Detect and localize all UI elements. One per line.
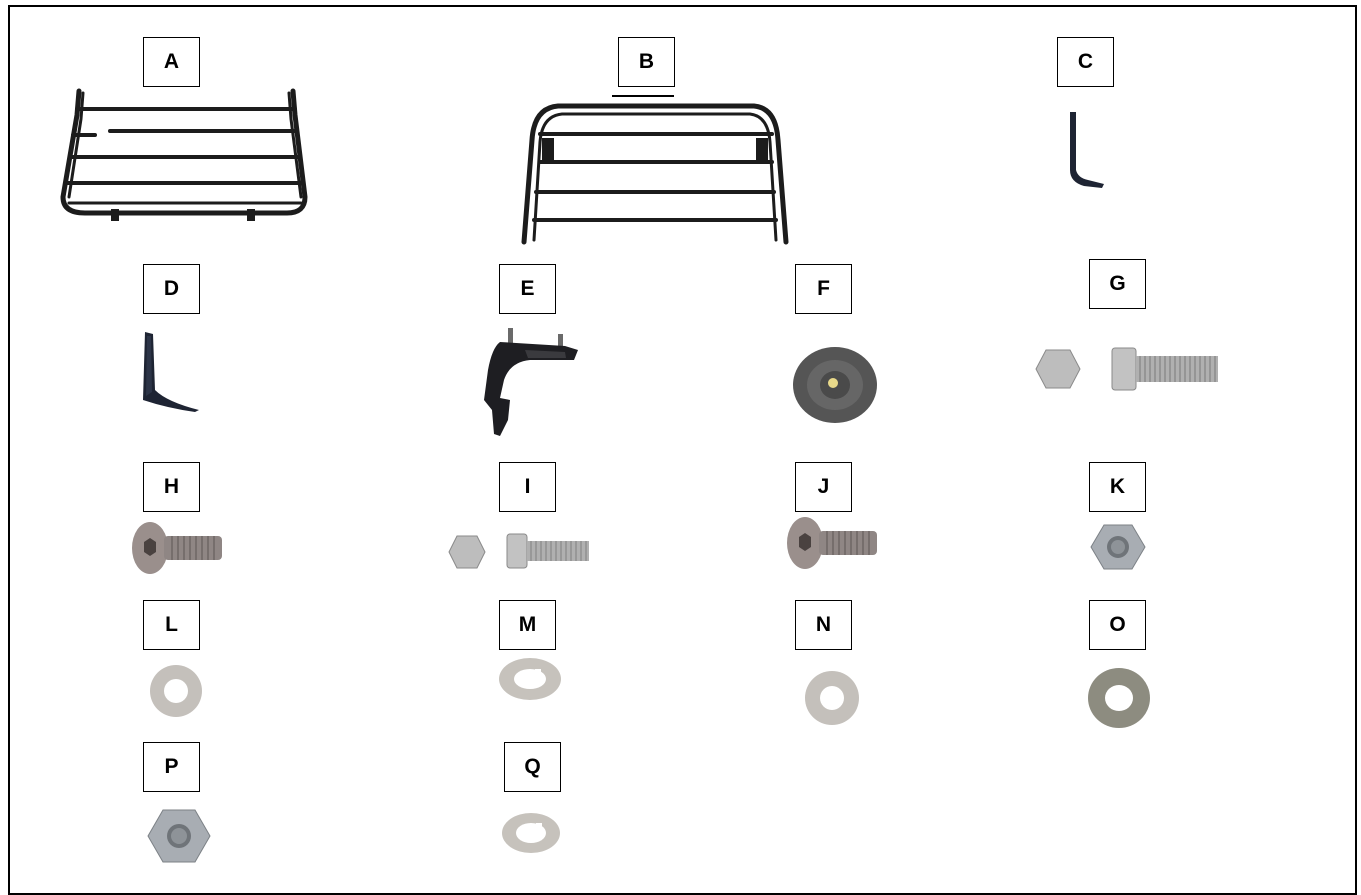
hex-bolt-small-icon (445, 530, 595, 575)
hex-nut-icon (146, 808, 212, 864)
hex-nut-icon (1089, 522, 1147, 572)
part-label-n: N (795, 600, 852, 650)
button-head-bolt-icon (128, 518, 228, 578)
button-head-bolt-icon (783, 513, 883, 573)
part-label-p: P (143, 742, 200, 792)
flat-washer-icon (803, 670, 861, 726)
small-bracket-icon (1064, 110, 1109, 190)
part-label-o: O (1089, 600, 1146, 650)
part-label-d: D (143, 264, 200, 314)
part-label-k: K (1089, 462, 1146, 512)
angle-bracket-icon (137, 330, 207, 415)
hex-bolt-large-icon (1030, 342, 1225, 397)
part-label-h: H (143, 462, 200, 512)
lock-washer-icon (500, 810, 562, 856)
rubber-grommet-icon (790, 345, 880, 425)
part-label-e: E (499, 264, 556, 314)
flat-washer-icon (148, 663, 204, 719)
part-label-q: Q (504, 742, 561, 792)
rack-frame-icon (55, 85, 315, 230)
lock-washer-icon (497, 655, 563, 703)
part-label-c: C (1057, 37, 1114, 87)
part-label-l: L (143, 600, 200, 650)
mounting-bracket-icon (470, 320, 585, 440)
part-label-i: I (499, 462, 556, 512)
part-label-j: J (795, 462, 852, 512)
part-label-a: A (143, 37, 200, 87)
part-label-f: F (795, 264, 852, 314)
part-label-m: M (499, 600, 556, 650)
upright-frame-icon (518, 100, 793, 245)
part-label-b: B (618, 37, 675, 87)
large-flat-washer-icon (1086, 667, 1152, 729)
label-b-underline (612, 95, 674, 97)
part-label-g: G (1089, 259, 1146, 309)
